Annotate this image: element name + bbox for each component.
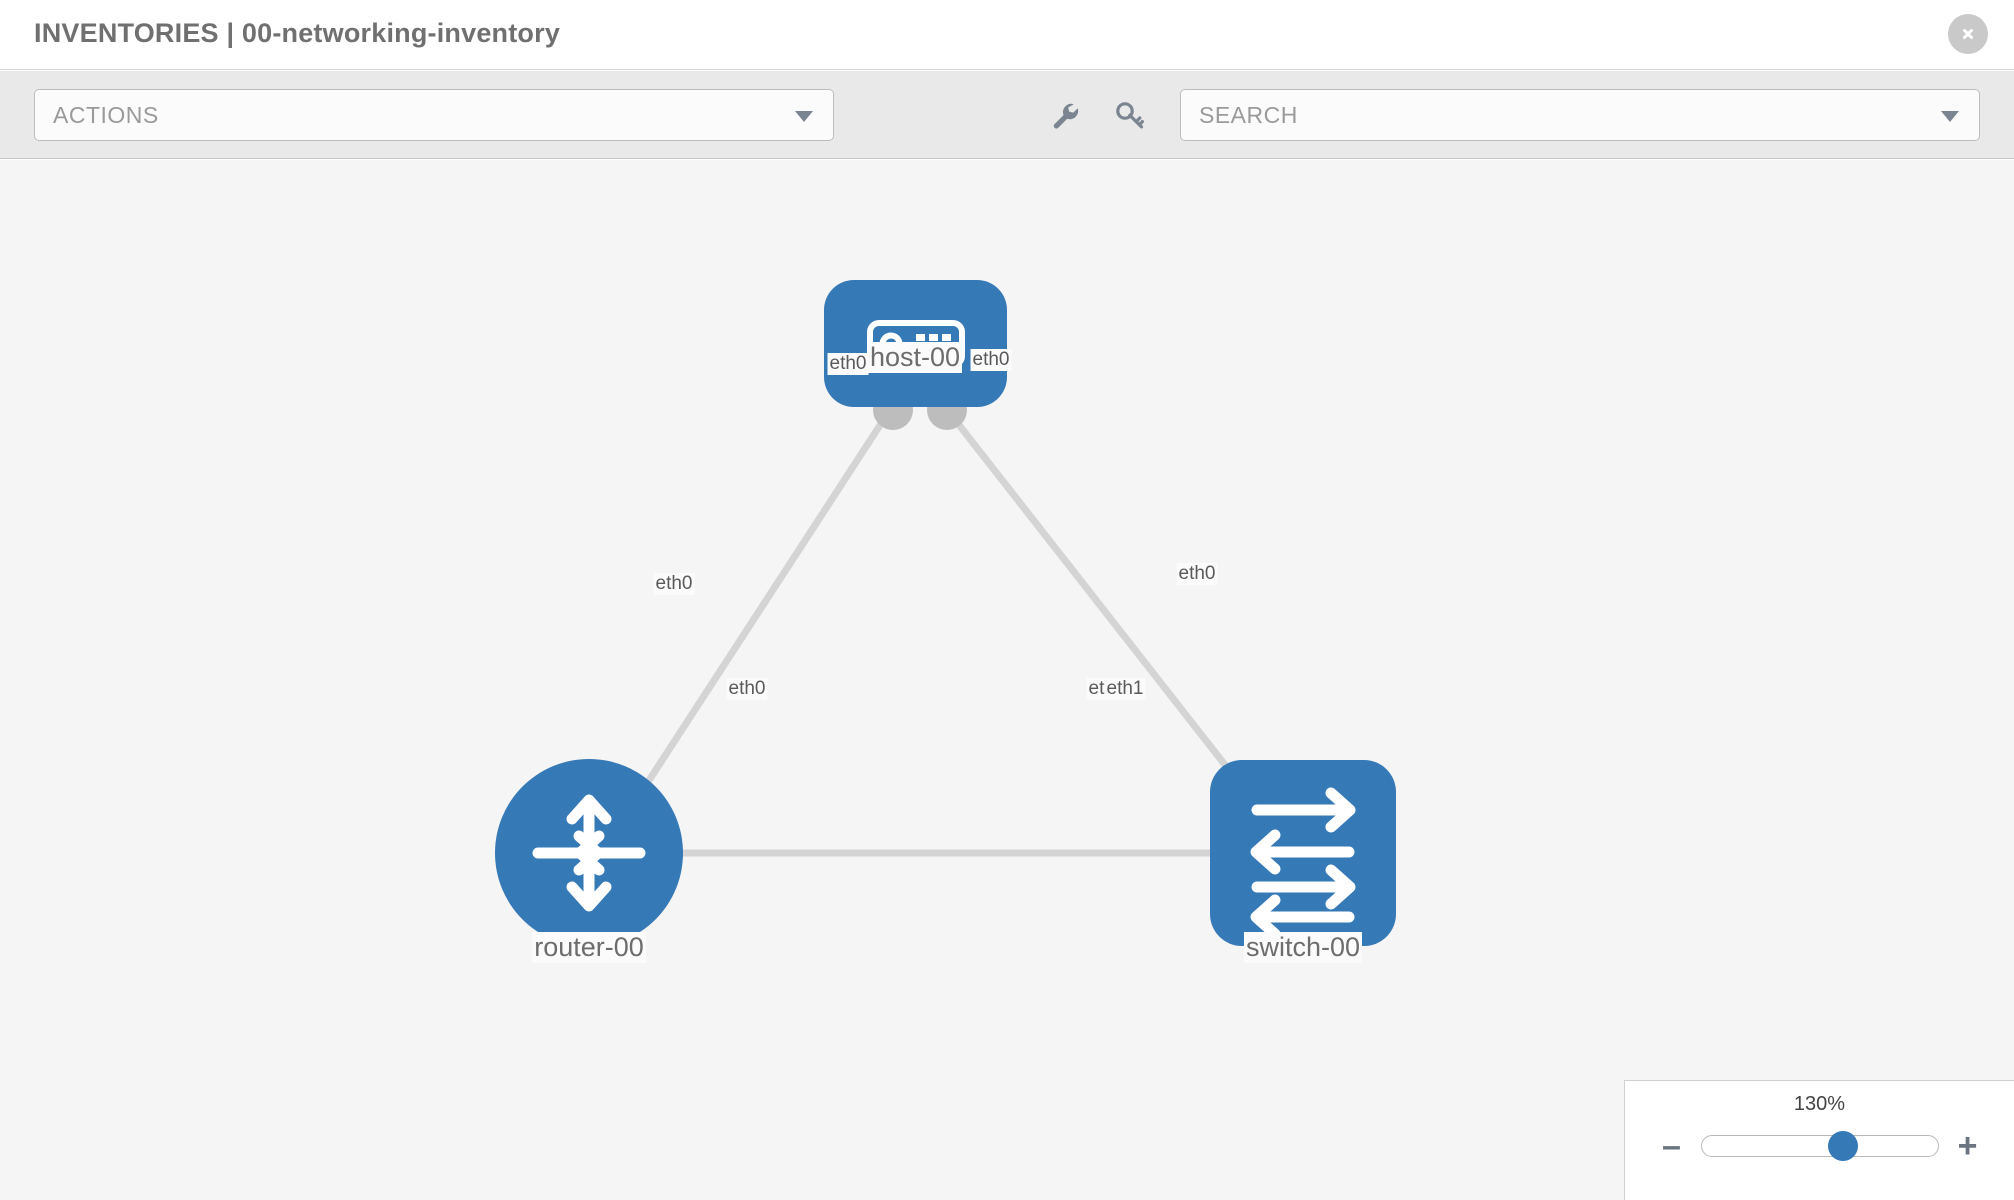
edge-label-switch00-eth1-horizontal: eth1 xyxy=(1104,678,1146,700)
wrench-icon[interactable] xyxy=(1043,99,1087,133)
close-icon[interactable] xyxy=(1948,14,1988,54)
edge-host00-router00 xyxy=(617,414,889,827)
switch-arrows-icon xyxy=(1250,787,1356,940)
topology-graph xyxy=(495,280,1396,947)
edge-label-router00-eth0-diagonal: eth0 xyxy=(653,573,695,595)
zoom-slider-thumb[interactable] xyxy=(1828,1131,1859,1161)
edge-label-host00-eth0-left: eth0 xyxy=(827,353,869,375)
connector-layer xyxy=(620,390,1282,873)
search-placeholder: SEARCH xyxy=(1199,101,1298,128)
edge-label-router00-eth0-horizontal: eth0 xyxy=(726,678,768,700)
edge-host00-switch00 xyxy=(949,413,1275,828)
zoom-control-panel: 130% – + xyxy=(1624,1080,2014,1200)
node-label-host-00[interactable]: host-00 xyxy=(867,342,963,373)
chevron-down-icon[interactable] xyxy=(1941,111,1959,122)
zoom-slider[interactable] xyxy=(1700,1131,1939,1161)
node-label-router-00[interactable]: router-00 xyxy=(532,932,646,963)
zoom-out-button[interactable]: – xyxy=(1662,1127,1681,1165)
toolbar: ACTIONS SEARCH xyxy=(0,71,2014,159)
page-title: INVENTORIES | 00-networking-inventory xyxy=(34,18,561,48)
edge-label-switch00-eth0-diagonal: eth0 xyxy=(1176,563,1218,585)
key-icon[interactable] xyxy=(1108,99,1152,133)
actions-dropdown-label: ACTIONS xyxy=(53,101,159,128)
node-switch-00 xyxy=(1210,760,1396,946)
node-label-switch-00[interactable]: switch-00 xyxy=(1243,932,1363,963)
edge-label-host00-eth0-right: eth0 xyxy=(970,349,1012,371)
router-arrows-icon xyxy=(532,794,646,912)
topology-canvas[interactable]: host-00 router-00 switch-00 eth0 eth0 et… xyxy=(0,160,2014,1200)
node-router-00 xyxy=(495,759,683,947)
page-header: INVENTORIES | 00-networking-inventory xyxy=(0,0,2014,70)
edge-layer xyxy=(617,413,1275,857)
chevron-down-icon xyxy=(795,111,813,122)
zoom-in-button[interactable]: + xyxy=(1957,1127,1978,1165)
search-input[interactable]: SEARCH xyxy=(1180,89,1980,141)
zoom-level-value: 130% xyxy=(1793,1093,1846,1115)
actions-dropdown[interactable]: ACTIONS xyxy=(34,89,834,141)
